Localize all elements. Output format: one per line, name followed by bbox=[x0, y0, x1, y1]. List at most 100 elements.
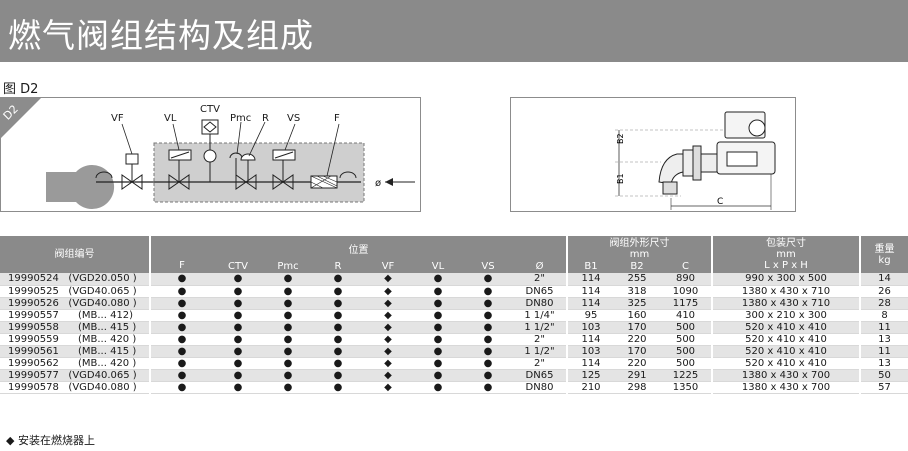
header-col-c: C bbox=[660, 260, 712, 273]
header-col-ctv: CTV bbox=[213, 260, 263, 273]
label-vl: VL bbox=[164, 113, 177, 124]
cell-b1: 114 bbox=[566, 285, 614, 298]
cell-weight: 14 bbox=[859, 273, 908, 286]
cell-pack: 300 x 210 x 300 bbox=[711, 309, 860, 322]
cell-position-mark: ● bbox=[213, 357, 263, 370]
dim-c: C bbox=[717, 197, 723, 207]
cell-position-mark: ● bbox=[463, 273, 513, 286]
cell-position-mark: ● bbox=[313, 273, 363, 286]
cell-position-mark: ● bbox=[263, 321, 313, 334]
header-col-vl: VL bbox=[413, 260, 463, 273]
cell-b2: 318 bbox=[614, 285, 660, 298]
cell-position-mark: ● bbox=[263, 309, 313, 322]
cell-position-mark: ◆ bbox=[363, 369, 413, 382]
cell-position-mark: ◆ bbox=[363, 297, 413, 310]
cell-position-mark: ● bbox=[263, 285, 313, 298]
vf-valve-symbol bbox=[121, 153, 143, 190]
figure-caption: 图 D2 bbox=[3, 82, 39, 97]
cell-position-mark: ● bbox=[313, 381, 363, 394]
cell-position-mark: ● bbox=[263, 333, 313, 346]
cell-diameter: DN80 bbox=[513, 381, 567, 394]
header-pack: 包装尺寸 mm L x P x H bbox=[711, 236, 860, 273]
cell-diameter: 2" bbox=[513, 333, 567, 346]
cell-diameter: 1 1/2" bbox=[513, 321, 567, 334]
cell-position-mark: ● bbox=[149, 345, 213, 358]
cell-position-mark: ● bbox=[413, 273, 463, 286]
cell-position-mark: ● bbox=[413, 321, 463, 334]
cell-weight: 26 bbox=[859, 285, 908, 298]
cell-pack: 1380 x 430 x 710 bbox=[711, 297, 860, 310]
header-col-b1: B1 bbox=[566, 260, 614, 273]
schematic-diagram: D2 bbox=[0, 97, 421, 212]
cell-position-mark: ● bbox=[313, 369, 363, 382]
cell-b2: 160 bbox=[614, 309, 660, 322]
vl-valve-symbol bbox=[168, 149, 192, 190]
cell-position-mark: ◆ bbox=[363, 381, 413, 394]
cell-c: 1090 bbox=[660, 285, 712, 298]
cell-pack: 1380 x 430 x 700 bbox=[711, 381, 860, 394]
label-vf: VF bbox=[111, 113, 124, 124]
cell-b2: 255 bbox=[614, 273, 660, 286]
cell-code: 19990525 (VGD40.065 ) bbox=[0, 285, 150, 298]
cell-b2: 220 bbox=[614, 333, 660, 346]
header-pack-unit: mm bbox=[776, 249, 796, 260]
cell-position-mark: ● bbox=[213, 309, 263, 322]
cell-position-mark: ● bbox=[463, 357, 513, 370]
footnote: ◆ 安装在燃烧器上 bbox=[6, 434, 95, 447]
cell-b1: 114 bbox=[566, 297, 614, 310]
cell-diameter: 2" bbox=[513, 273, 567, 286]
cell-pack: 520 x 410 x 410 bbox=[711, 321, 860, 334]
cell-b1: 125 bbox=[566, 369, 614, 382]
cell-code: 19990558 (MB... 415 ) bbox=[0, 321, 150, 334]
header-weight: 重量 kg bbox=[859, 236, 908, 273]
cell-weight: 11 bbox=[859, 345, 908, 358]
dimension-drawing: B2 B1 C bbox=[510, 97, 796, 212]
cell-position-mark: ● bbox=[413, 357, 463, 370]
cell-position-mark: ● bbox=[463, 285, 513, 298]
cell-position-mark: ● bbox=[213, 381, 263, 394]
cell-pack: 1380 x 430 x 710 bbox=[711, 285, 860, 298]
header-col-vs: VS bbox=[463, 260, 513, 273]
cell-c: 1350 bbox=[660, 381, 712, 394]
spec-table: 阀组编号 位置 阀组外形尺寸 mm 包装尺寸 mm L x P x H 重量 k… bbox=[0, 236, 908, 394]
cell-b2: 291 bbox=[614, 369, 660, 382]
cell-position-mark: ● bbox=[413, 309, 463, 322]
cell-pack: 990 x 300 x 500 bbox=[711, 273, 860, 286]
corner-tag bbox=[1, 98, 41, 138]
cell-position-mark: ● bbox=[213, 369, 263, 382]
schematic-svg: VF VL CTV Pmc R VS F ø bbox=[46, 104, 415, 209]
label-pmc: Pmc bbox=[230, 113, 251, 124]
cell-position-mark: ● bbox=[313, 297, 363, 310]
cell-b2: 220 bbox=[614, 357, 660, 370]
header-dims-label: 阀组外形尺寸 bbox=[609, 238, 670, 249]
cell-diameter: 2" bbox=[513, 357, 567, 370]
cell-b2: 170 bbox=[614, 345, 660, 358]
header-pack-label: 包装尺寸 bbox=[766, 238, 806, 249]
label-vs: VS bbox=[287, 113, 300, 124]
cell-position-mark: ● bbox=[313, 345, 363, 358]
cell-position-mark: ● bbox=[463, 333, 513, 346]
cell-position-mark: ◆ bbox=[363, 345, 413, 358]
f-filter-symbol bbox=[310, 175, 338, 189]
cell-position-mark: ● bbox=[413, 333, 463, 346]
cell-pack: 520 x 410 x 410 bbox=[711, 333, 860, 346]
valve-assembly-drawing bbox=[658, 111, 776, 195]
cell-c: 500 bbox=[660, 321, 712, 334]
cell-b1: 114 bbox=[566, 333, 614, 346]
cell-position-mark: ● bbox=[463, 369, 513, 382]
header-weight-label: 重量 bbox=[874, 243, 895, 255]
cell-b1: 103 bbox=[566, 345, 614, 358]
header-dims-unit: mm bbox=[629, 249, 650, 260]
cell-position-mark: ● bbox=[149, 285, 213, 298]
cell-position-mark: ● bbox=[463, 381, 513, 394]
cell-position-mark: ◆ bbox=[363, 357, 413, 370]
cell-weight: 11 bbox=[859, 321, 908, 334]
cell-position-mark: ● bbox=[463, 309, 513, 322]
cell-weight: 13 bbox=[859, 357, 908, 370]
cell-b2: 298 bbox=[614, 381, 660, 394]
cell-c: 500 bbox=[660, 357, 712, 370]
header-pack-dims: L x P x H bbox=[764, 260, 808, 271]
cell-b1: 210 bbox=[566, 381, 614, 394]
cell-b1: 114 bbox=[566, 357, 614, 370]
